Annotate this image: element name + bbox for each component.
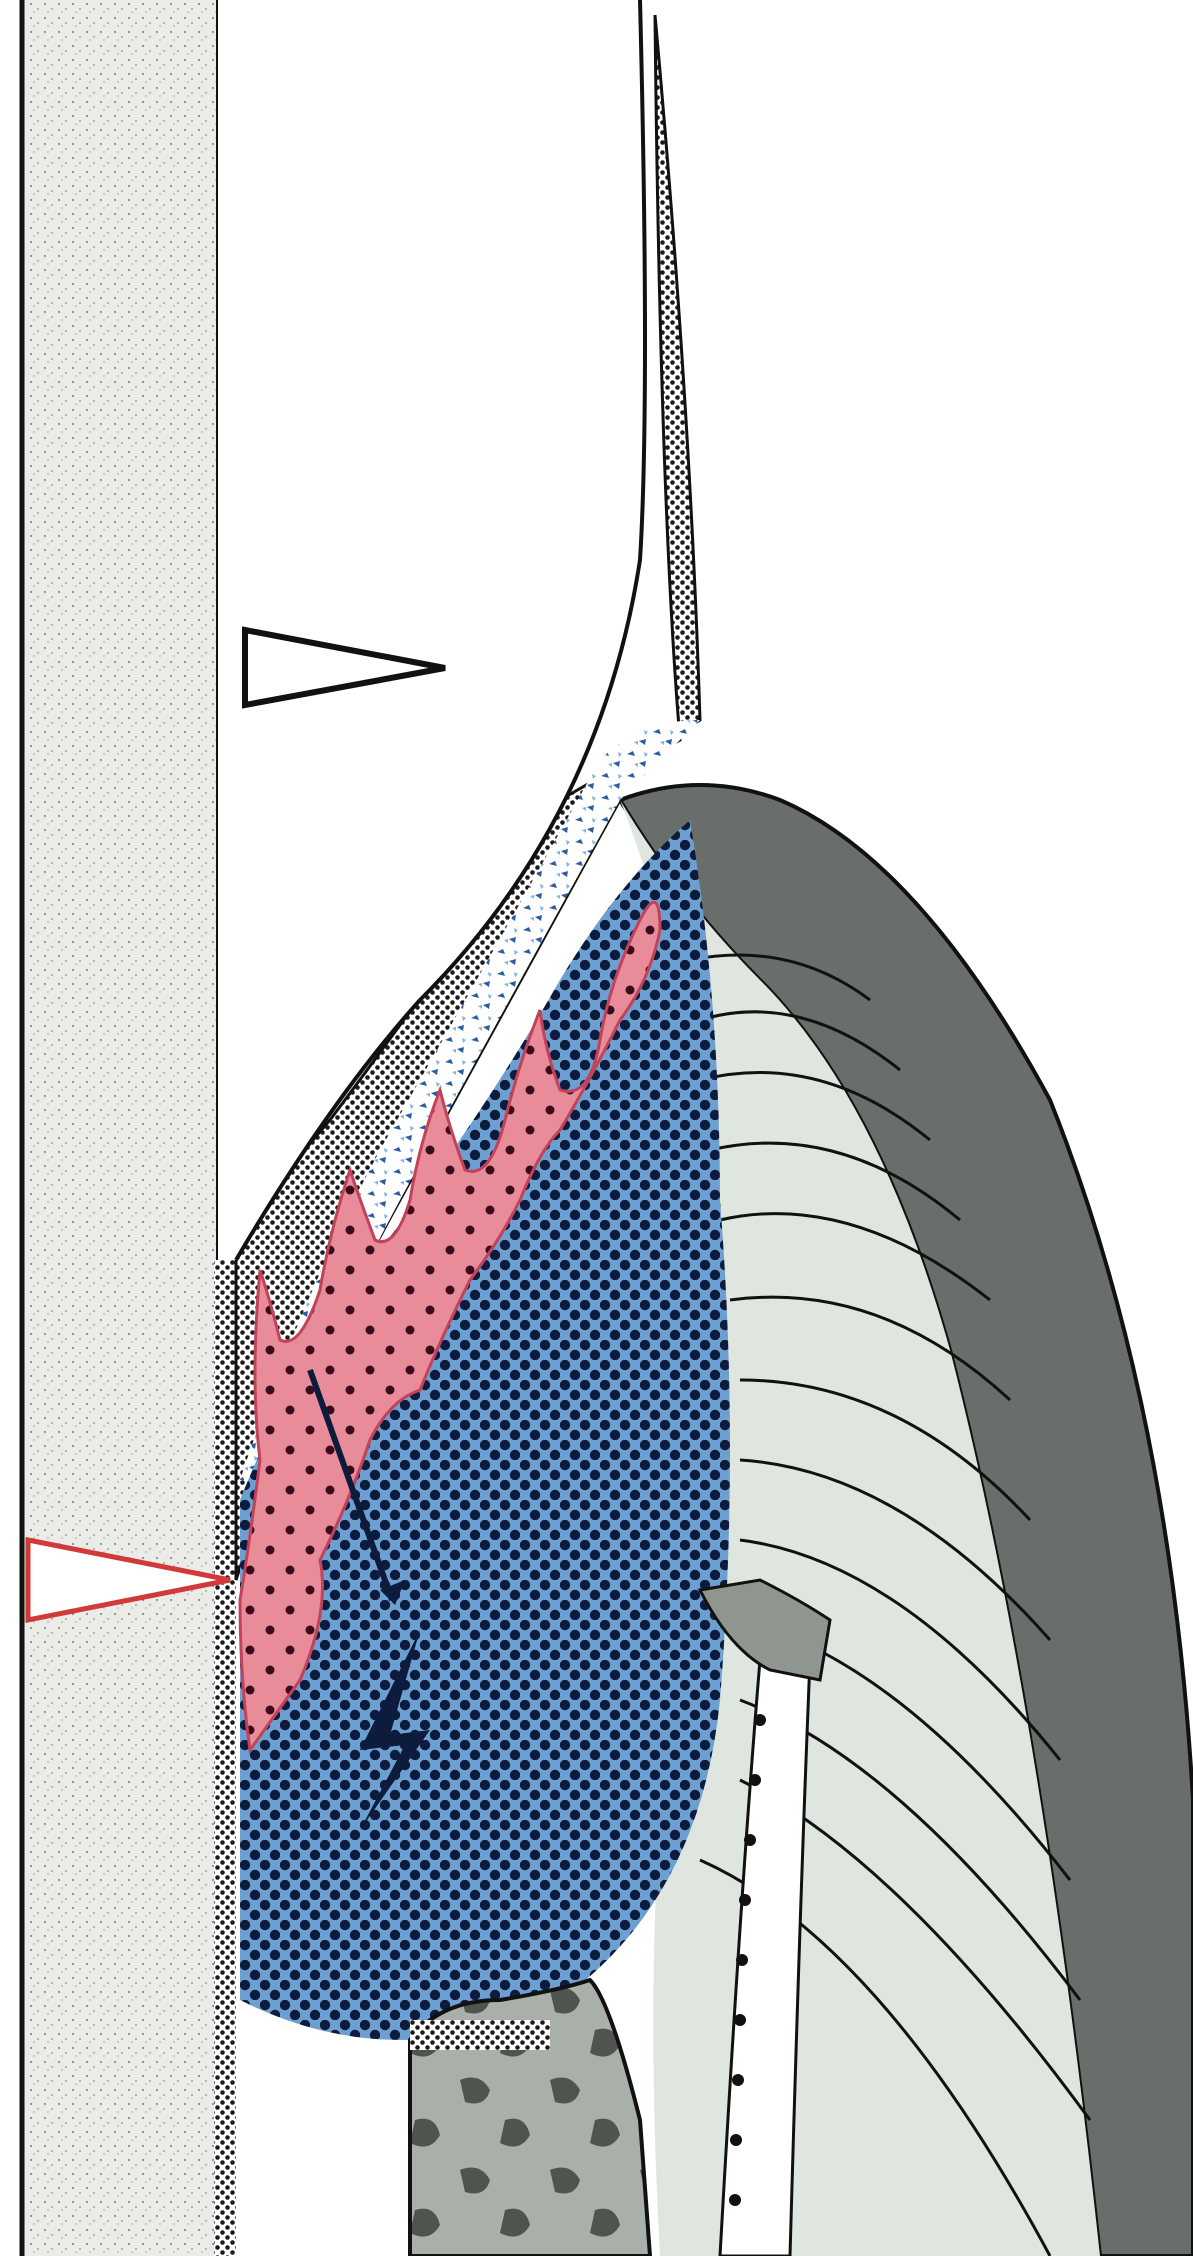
cementum-strip [214, 1260, 236, 2256]
tooth-surface [22, 0, 220, 2256]
bone-edge-checker [410, 2020, 550, 2050]
